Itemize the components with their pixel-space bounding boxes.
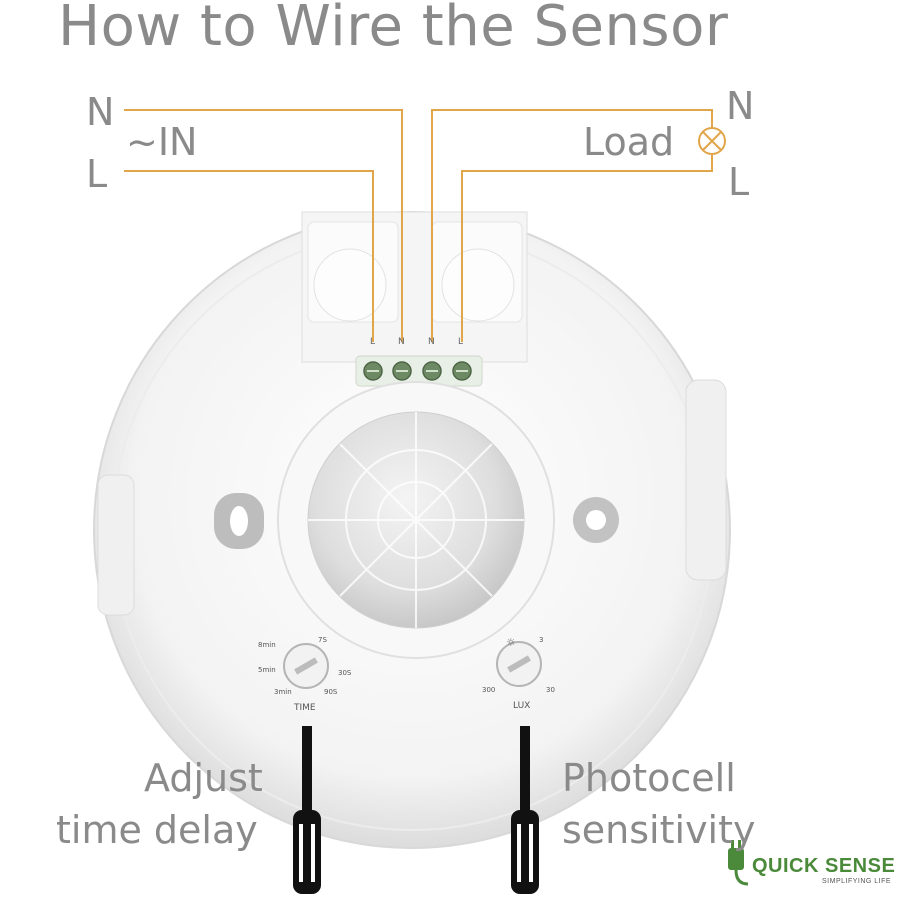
lux-mark-3: 3 (539, 636, 544, 644)
wire-in-n (124, 109, 403, 342)
caption-adjust: Adjust (144, 756, 263, 800)
screwdriver-left (293, 726, 321, 894)
time-mark-3min: 3min (274, 688, 292, 696)
wire-load-n (431, 109, 713, 342)
svg-text:☼: ☼ (506, 636, 516, 649)
lux-mark-30: 30 (546, 686, 555, 694)
load-n-label: N (726, 84, 755, 128)
lux-mark-300: 300 (482, 686, 496, 694)
terminal-label-n-out: N (428, 337, 435, 347)
time-mark-7s: 7S (318, 636, 327, 644)
caption-photocell: Photocell (562, 756, 736, 800)
input-l-label: L (86, 152, 108, 196)
logo-tagline: SIMPLIFYING LIFE (822, 878, 892, 885)
time-mark-8min: 8min (258, 641, 276, 649)
caption-sensitivity: sensitivity (562, 808, 756, 852)
wire-in-l (124, 170, 374, 342)
page-title: How to Wire the Sensor (58, 0, 729, 59)
time-dial-label: TIME (294, 703, 316, 713)
wire-load-l (461, 154, 713, 342)
terminal-label-l-in: L (370, 337, 376, 347)
wires (124, 109, 713, 342)
time-mark-5min: 5min (258, 666, 276, 674)
load-lamp-icon (698, 127, 726, 155)
screwdriver-right (511, 726, 539, 894)
time-mark-30s: 30S (338, 669, 352, 677)
input-n-label: N (86, 90, 115, 134)
terminal-label-n-in: N (398, 337, 405, 347)
input-label: ~IN (126, 120, 198, 164)
load-label: Load (583, 120, 675, 164)
lux-dial-label: LUX (513, 701, 531, 711)
terminal-label-l-out: L (458, 337, 464, 347)
caption-time-delay: time delay (56, 808, 258, 852)
load-l-label: L (728, 160, 750, 204)
quick-sense-logo-icon (728, 840, 749, 886)
time-mark-90s: 90S (324, 688, 338, 696)
logo-name: QUICK SENSE (752, 855, 896, 877)
